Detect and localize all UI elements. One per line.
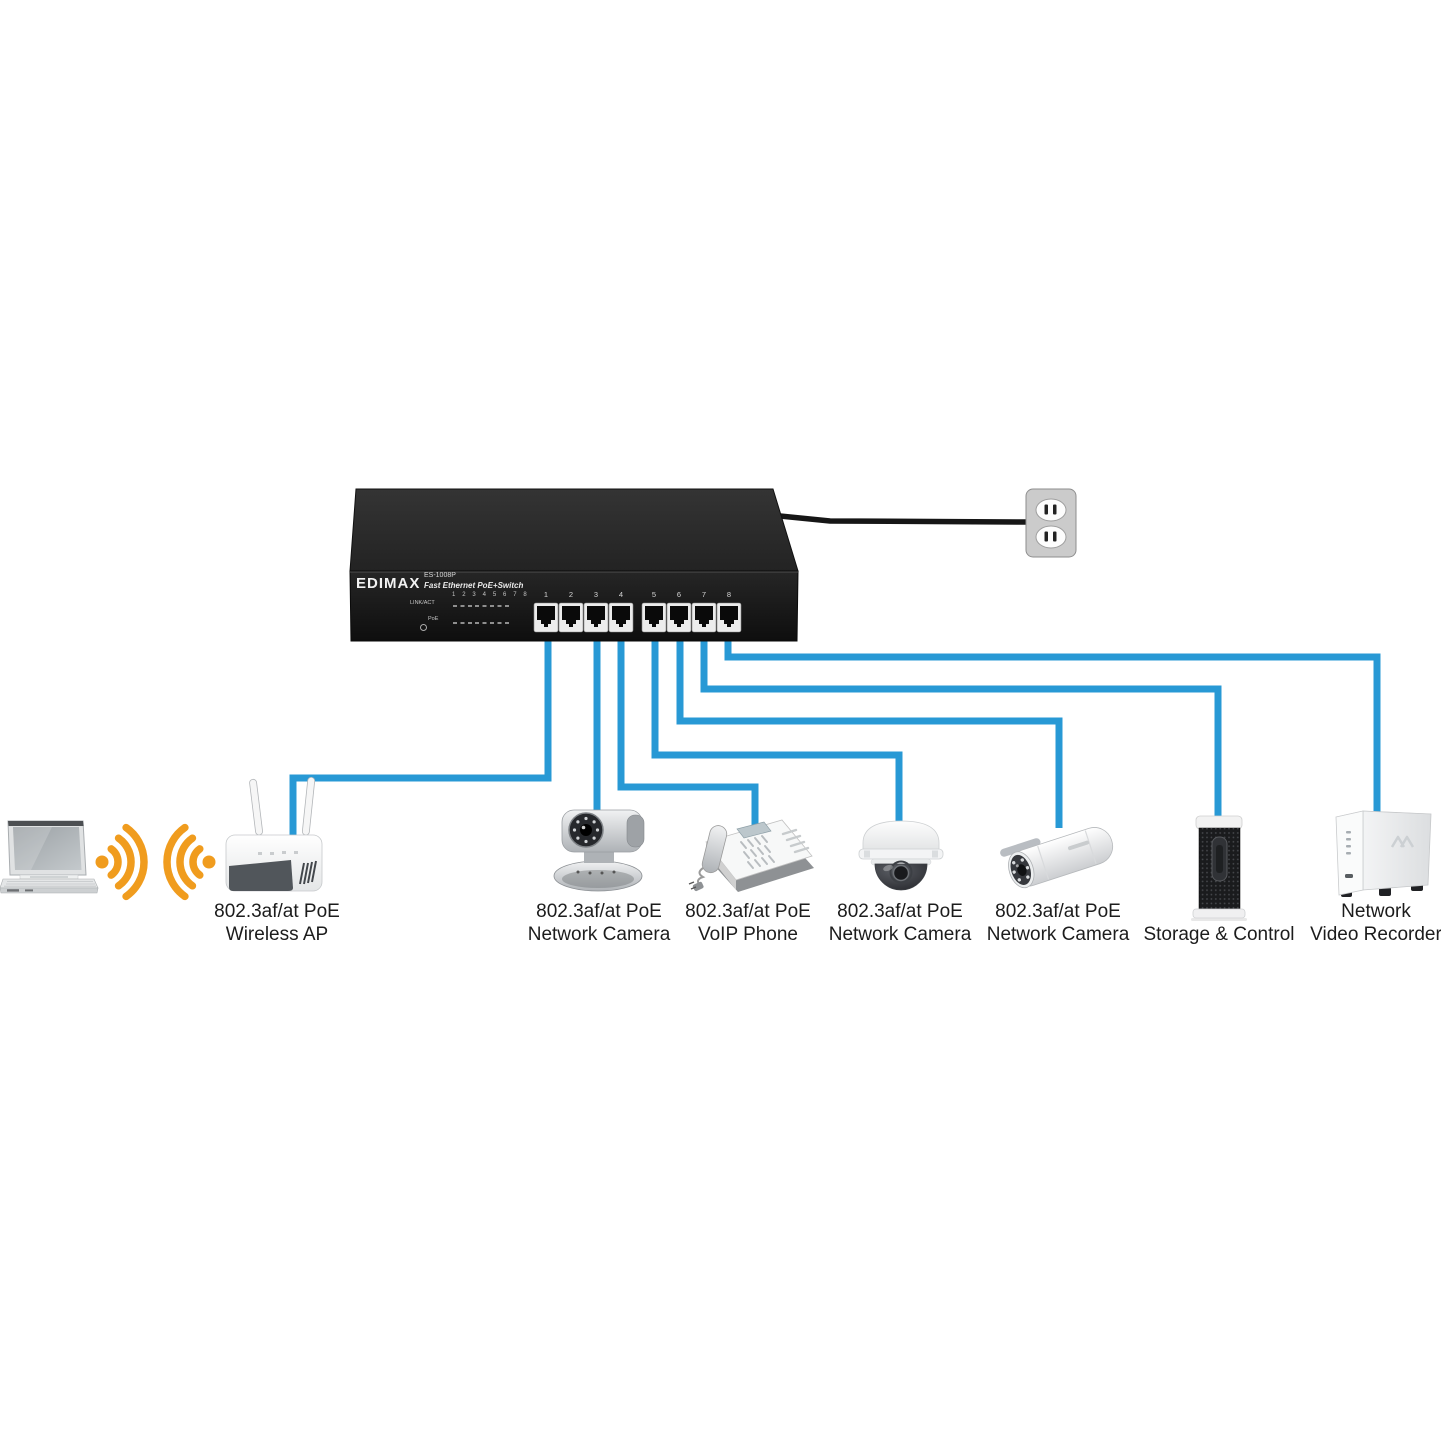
- label-storage-control: Storage & Control: [1129, 901, 1309, 946]
- label-line2: VoIP Phone: [697, 923, 799, 945]
- voip-phone-illustration: [688, 819, 814, 892]
- label-dome-network-camera: 802.3af/at PoE Network Camera: [810, 901, 990, 946]
- switch-poe-label: PoE: [428, 616, 439, 622]
- rj45-port-1: [533, 602, 559, 633]
- ethernet-cables: [289, 640, 1381, 838]
- wifi-dot-icon: [95, 855, 109, 869]
- poe-switch-illustration: [349, 488, 799, 642]
- label-bullet-network-camera: 802.3af/at PoE Network Camera: [968, 901, 1148, 946]
- switch-linkact-label: LINK/ACT: [410, 600, 435, 606]
- label-line2: Wireless AP: [225, 923, 329, 945]
- switch-subtitle-text: Fast Ethernet PoE+Switch: [424, 581, 524, 590]
- ptz-camera-illustration: [553, 809, 645, 892]
- port-number-5: 5: [651, 590, 657, 599]
- port-number-1: 1: [543, 590, 549, 599]
- switch-model-text: ES-1008P: [424, 572, 456, 579]
- wifi-arc-icon: [122, 823, 148, 901]
- cable-to-bullet-camera: [676, 640, 1063, 828]
- label-line2: Network Camera: [828, 923, 972, 945]
- cable-to-nvr: [724, 640, 1381, 815]
- label-network-video-recorder: Network Video Recorder: [1286, 901, 1441, 946]
- wifi-arc-icon: [107, 845, 122, 879]
- rj45-port-2: [558, 602, 584, 633]
- label-line2: Network Camera: [986, 923, 1130, 945]
- laptop-illustration: [0, 820, 99, 894]
- rj45-ports: [533, 602, 742, 633]
- storage-tower-illustration: [1191, 815, 1247, 921]
- rj45-port-5: [641, 602, 667, 633]
- label-wireless-ap: 802.3af/at PoE Wireless AP: [187, 901, 367, 946]
- rj45-port-4: [608, 602, 634, 633]
- wifi-arc-icon: [163, 823, 189, 901]
- label-line1: 802.3af/at PoE: [837, 901, 963, 922]
- power-led-icon: [420, 624, 427, 631]
- wifi-arc-icon: [176, 834, 197, 890]
- wifi-arc-icon: [189, 845, 204, 879]
- port-number-3: 3: [593, 590, 599, 599]
- power-outlet: [1025, 488, 1077, 558]
- port-number-6: 6: [676, 590, 682, 599]
- cable-to-storage: [700, 640, 1222, 820]
- label-line1: 802.3af/at PoE: [995, 901, 1121, 922]
- port-number-8: 8: [726, 590, 732, 599]
- wifi-dot-icon: [202, 855, 216, 869]
- wifi-signal-right: [163, 823, 216, 901]
- cable-to-wireless-ap: [289, 640, 552, 838]
- cable-to-voip-phone: [617, 640, 759, 832]
- rj45-port-7: [691, 602, 717, 633]
- port-number-4: 4: [618, 590, 624, 599]
- cable-to-dome-camera: [651, 640, 903, 826]
- label-ptz-network-camera: 802.3af/at PoE Network Camera: [509, 901, 689, 946]
- linkact-led-row: [453, 605, 511, 607]
- poe-led-row: [453, 622, 511, 624]
- label-line1: Network: [1341, 901, 1411, 922]
- port-number-2: 2: [568, 590, 574, 599]
- switch-brand-logo: EDIMAX: [356, 575, 421, 592]
- wireless-ap-illustration: [225, 776, 323, 892]
- wifi-signal-left: [95, 823, 148, 901]
- label-line1: 802.3af/at PoE: [214, 901, 340, 922]
- label-line2: Storage & Control: [1143, 923, 1295, 945]
- bullet-camera-illustration: [1000, 827, 1114, 889]
- rj45-port-6: [666, 602, 692, 633]
- label-voip-phone: 802.3af/at PoE VoIP Phone: [658, 901, 838, 946]
- switch-led-numbers: 1 2 3 4 5 6 7 8: [452, 592, 530, 598]
- rj45-port-8: [716, 602, 742, 633]
- label-line2: Video Recorder: [1310, 923, 1441, 945]
- label-line1: [1129, 901, 1309, 924]
- wifi-arc-icon: [114, 834, 135, 890]
- rj45-port-3: [583, 602, 609, 633]
- port-number-7: 7: [701, 590, 707, 599]
- dome-camera-illustration: [858, 820, 944, 891]
- label-line2: Network Camera: [527, 923, 671, 945]
- label-line1: 802.3af/at PoE: [536, 901, 662, 922]
- nvr-illustration: [1335, 810, 1432, 897]
- label-line1: 802.3af/at PoE: [685, 901, 811, 922]
- power-cord: [777, 513, 1030, 525]
